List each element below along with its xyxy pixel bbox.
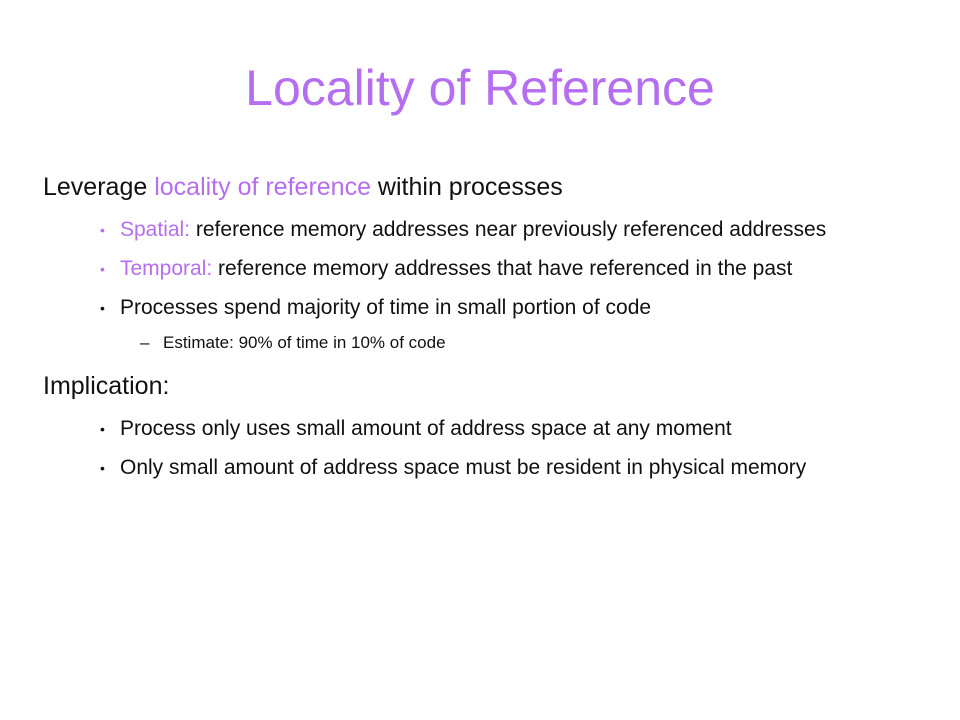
dash-marker: –: [140, 333, 150, 352]
bullet-spatial-text: reference memory addresses near previous…: [190, 218, 827, 241]
bullet-marker: •: [100, 460, 105, 476]
bullet-marker: •: [100, 421, 105, 437]
slide-title: Locality of Reference: [245, 60, 715, 116]
sub-bullet-estimate: –Estimate: 90% of time in 10% of code: [43, 330, 923, 356]
bullet-temporal-term: Temporal:: [120, 257, 213, 280]
bullet-address-space-moment-text: Process only uses small amount of addres…: [120, 417, 732, 440]
heading-implication: Implication:: [43, 372, 170, 400]
heading-leverage-suffix: within processes: [370, 173, 563, 201]
bullet-temporal-text: reference memory addresses that have ref…: [212, 257, 793, 280]
bullet-processes-spend: • Processes spend majority of time in sma…: [43, 293, 923, 323]
heading-leverage: Leverage locality of reference within pr…: [43, 163, 923, 211]
bullet-temporal: • Temporal: reference memory addresses th…: [43, 254, 923, 284]
bullet-address-space-moment: • Process only uses small amount of addre…: [43, 414, 923, 444]
bullet-marker: •: [100, 222, 105, 238]
bullet-spatial: • Spatial: reference memory addresses nea…: [43, 215, 923, 245]
bullet-resident-memory: • Only small amount of address space must…: [43, 453, 923, 483]
bullet-resident-memory-text: Only small amount of address space must …: [120, 456, 807, 479]
slide-body: Leverage locality of reference within pr…: [43, 163, 923, 492]
bullet-marker: •: [100, 300, 105, 316]
sub-bullet-estimate-text: Estimate: 90% of time in 10% of code: [163, 333, 446, 352]
bullet-processes-spend-text: Processes spend majority of time in smal…: [120, 296, 652, 319]
bullet-spatial-term: Spatial:: [120, 218, 191, 241]
heading-leverage-prefix: Leverage: [43, 173, 155, 201]
bullet-marker: •: [100, 261, 105, 277]
heading-leverage-highlight: locality of reference: [154, 173, 371, 201]
